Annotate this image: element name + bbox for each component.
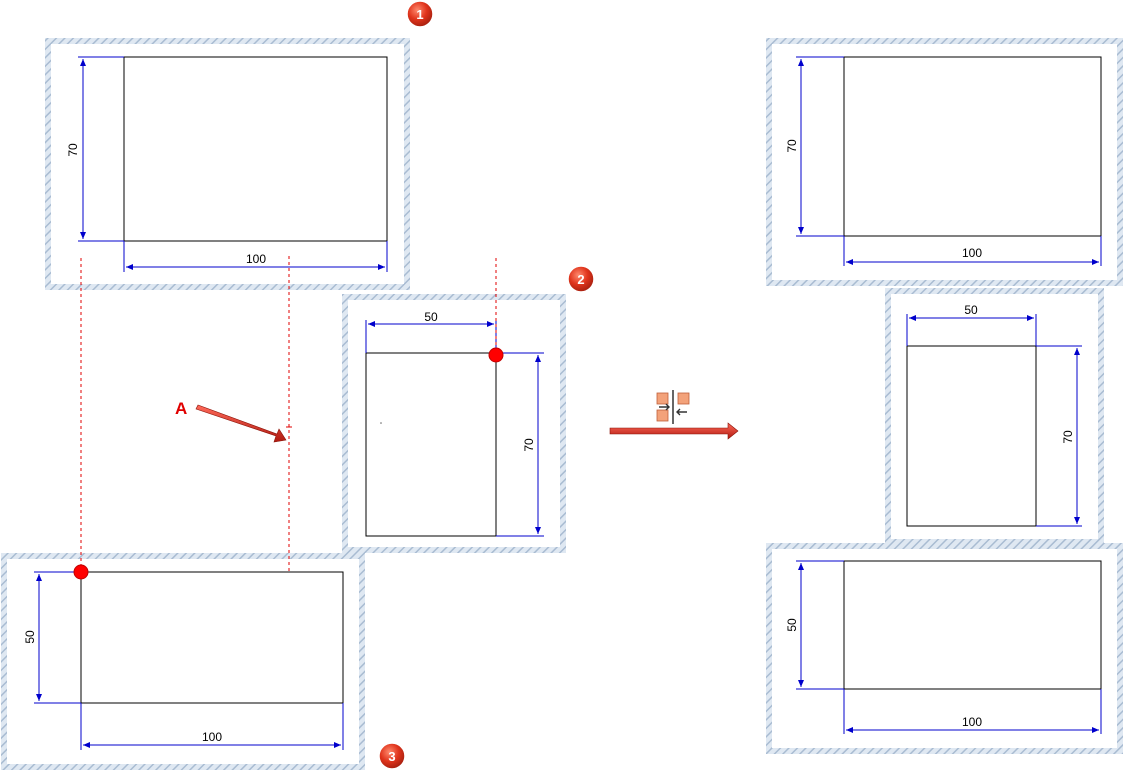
width-dimension-label: 100	[962, 246, 982, 260]
width-dimension-label: 50	[964, 303, 978, 317]
badge-number: 2	[577, 272, 584, 287]
badge-2: 2	[567, 265, 595, 293]
view-center-point	[380, 422, 382, 424]
reference-point-view3	[73, 564, 89, 580]
height-dimension-label: 70	[1061, 430, 1075, 444]
callout-label: A	[175, 399, 187, 418]
view-frame	[342, 294, 566, 553]
view-frame	[45, 38, 410, 290]
view-3-before: 50 100	[1, 553, 365, 770]
view-2-before: 50 70	[342, 294, 566, 553]
view-outline	[80, 571, 344, 704]
view-1-before: 70 100	[45, 38, 410, 290]
align-views-icon	[656, 390, 690, 424]
height-dimension-label: 50	[785, 618, 799, 632]
badge-circle	[378, 742, 406, 770]
badge-number: 3	[388, 749, 395, 764]
view-outline	[365, 352, 497, 537]
callout-arrow	[195, 404, 287, 443]
view-outline	[123, 56, 388, 242]
view-outline	[843, 560, 1102, 690]
width-dimension-label: 100	[246, 252, 266, 266]
height-dimension-label: 70	[66, 143, 80, 157]
width-dimension-label: 100	[202, 730, 222, 744]
projection-lines	[80, 256, 497, 572]
height-dimension-label: 50	[23, 630, 37, 644]
view-frame	[766, 38, 1123, 286]
view-frame	[766, 543, 1123, 754]
width-dimension-label: 100	[962, 715, 982, 729]
height-dimension-label: 70	[522, 438, 536, 452]
view-3-after: 50 100	[766, 543, 1123, 754]
reference-point-view2	[488, 347, 504, 363]
badge-3: 3	[378, 742, 406, 770]
view-1-after: 70 100	[766, 38, 1123, 286]
callout-a: A	[175, 399, 287, 443]
transition	[609, 390, 739, 440]
badge-circle	[567, 265, 595, 293]
view-frame	[1, 553, 365, 770]
height-dimension-label: 70	[785, 139, 799, 153]
badge-1: 1	[406, 0, 434, 28]
view-frame	[885, 288, 1104, 545]
view-2-after: 50 70	[885, 288, 1104, 545]
width-dimension-label: 50	[424, 310, 438, 324]
badge-number: 1	[416, 7, 423, 22]
badge-circle	[406, 0, 434, 28]
transition-arrow	[609, 422, 739, 440]
view-outline	[906, 345, 1037, 527]
view-outline	[843, 56, 1102, 237]
